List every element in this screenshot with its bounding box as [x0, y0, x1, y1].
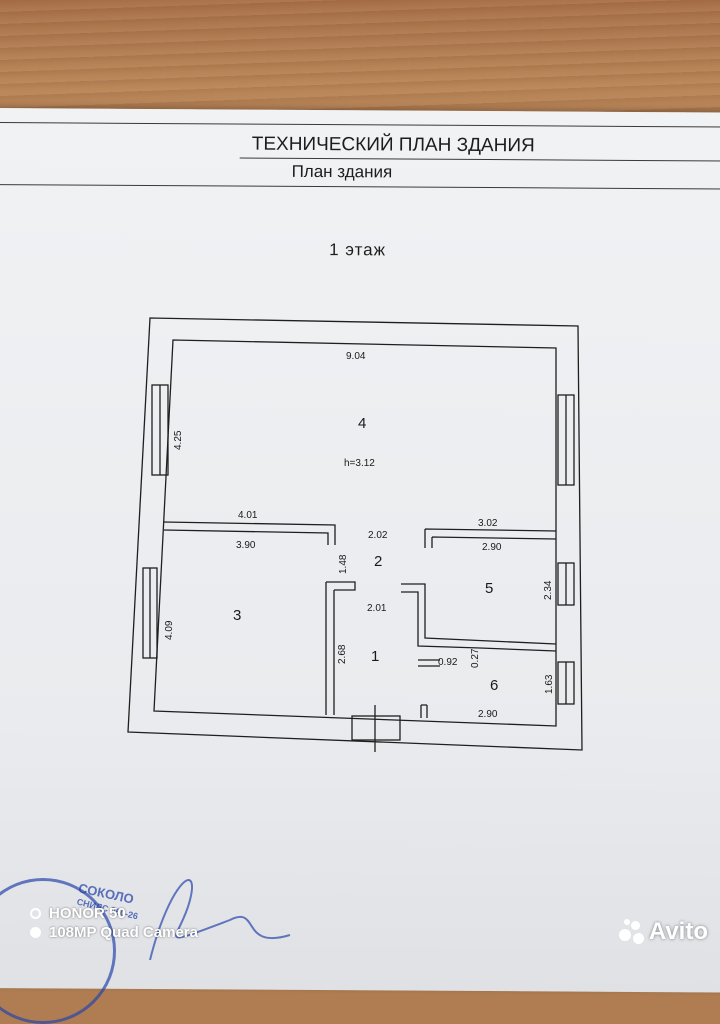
- signature-scribble: [149, 879, 291, 960]
- dim-2-90-bottom: 2.90: [478, 709, 498, 720]
- outer-wall-outline: [127, 317, 583, 751]
- dim-4-09: 4.09: [164, 620, 175, 640]
- partition-wall-left: [163, 521, 336, 545]
- dim-2-02: 2.02: [368, 530, 388, 541]
- dim-0-92: 0.92: [438, 657, 458, 668]
- dim-9-04: 9.04: [346, 351, 366, 362]
- dim-3-02: 3.02: [478, 518, 498, 529]
- dim-2-34: 2.34: [543, 580, 554, 600]
- height-note: h=3.12: [344, 458, 375, 469]
- dim-2-01: 2.01: [367, 603, 387, 614]
- room-1-label: 1: [371, 648, 379, 665]
- dim-2-90-top: 2.90: [482, 542, 502, 553]
- avito-watermark: Avito: [618, 918, 708, 946]
- wall-room5-room6: [418, 647, 557, 667]
- entrance-door: [351, 715, 401, 741]
- camera-dot-icon: [30, 927, 41, 938]
- wall-room3-room1: [325, 581, 356, 715]
- floor-plan: 9.04 4.25 4 h=3.12 4.01 3.90 2.02 3.02 2…: [127, 317, 583, 960]
- dim-1-63: 1.63: [544, 674, 555, 694]
- dim-4-25: 4.25: [173, 430, 184, 450]
- dim-0-27: 0.27: [470, 648, 481, 668]
- room-5-label: 5: [485, 580, 493, 597]
- camera-watermark-model: HONOR 50: [30, 905, 126, 922]
- room-4-label: 4: [358, 415, 366, 432]
- camera-watermark-spec: 108MP Quad Camera: [30, 924, 198, 941]
- avito-logo-icon: [618, 919, 645, 945]
- dim-1-48: 1.48: [338, 554, 349, 574]
- wall-room1-room5: [401, 583, 557, 649]
- camera-ring-icon: [30, 908, 41, 919]
- room-2-label: 2: [374, 553, 382, 570]
- dim-3-90: 3.90: [236, 540, 256, 551]
- inner-wall-outline: [153, 339, 557, 727]
- dim-4-01: 4.01: [238, 510, 258, 521]
- room-6-label: 6: [490, 677, 498, 694]
- room-3-label: 3: [233, 607, 241, 624]
- dim-2-68: 2.68: [337, 644, 348, 664]
- partition-wall-right: [424, 528, 557, 548]
